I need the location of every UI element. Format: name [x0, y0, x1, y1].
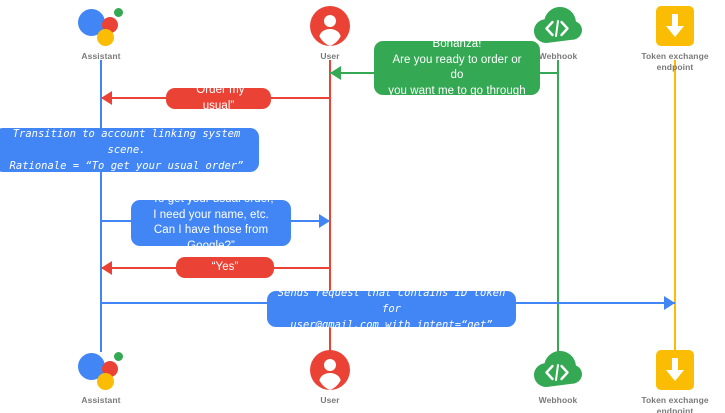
- arrow-head-need-name: [319, 214, 330, 228]
- arrow-head-yes: [101, 261, 112, 275]
- arrow-head-sends-request: [664, 296, 675, 310]
- actor-assistant-top: Assistant: [46, 4, 156, 62]
- actor-assistant-bottom: Assistant: [46, 348, 156, 406]
- actor-webhook-top: Webhook: [503, 4, 613, 62]
- bubble-line: “Order my usual”: [192, 84, 245, 112]
- actor-label-token-endpoint-line2: endpoint: [656, 406, 694, 413]
- bubble-line: the drinks with you?”: [403, 100, 511, 112]
- bubble-line: “To get your usual order,: [148, 193, 274, 205]
- actor-label-webhook: Webhook: [538, 51, 578, 61]
- message-bubble-welcome: “Welcome to Boba Bonanza! Are you ready …: [374, 23, 540, 112]
- bubble-line: Sends request that contains ID token for: [277, 287, 506, 315]
- bubble-line: user@gmail.com with intent=“get”: [290, 319, 493, 331]
- bubble-line: I need your name, etc.: [153, 208, 269, 221]
- actor-label-token-endpoint-line2: endpoint: [656, 62, 694, 72]
- bubble-line: Transition to account linking system sce…: [12, 128, 241, 156]
- bubble-line: Can I have those from Google?”: [153, 224, 269, 252]
- actor-label-user: User: [320, 51, 340, 61]
- actor-token-endpoint-bottom: Token exchange endpoint: [620, 348, 725, 413]
- bubble-line: “Welcome to Boba Bonanza!: [409, 22, 505, 51]
- actor-label-webhook: Webhook: [538, 395, 578, 405]
- lifeline-token-endpoint: [674, 60, 676, 352]
- lifeline-webhook: [557, 60, 559, 352]
- actor-label-assistant: Assistant: [81, 395, 121, 405]
- message-bubble-yes: “Yes”: [176, 257, 274, 278]
- user-avatar-icon: [275, 4, 385, 48]
- actor-label-assistant: Assistant: [81, 51, 121, 61]
- actor-user-bottom: User: [275, 348, 385, 406]
- bubble-line: you want me to go through: [388, 84, 526, 97]
- arrow-head-welcome: [330, 66, 341, 80]
- actor-token-endpoint-top: Token exchange endpoint: [620, 4, 725, 73]
- lifeline-assistant: [100, 60, 102, 352]
- bubble-line: “Yes”: [211, 260, 239, 273]
- message-bubble-order-usual: “Order my usual”: [166, 84, 271, 112]
- actor-label-token-endpoint-line1: Token exchange: [641, 51, 709, 61]
- actor-user-top: User: [275, 4, 385, 62]
- bubble-line: Rationale = “To get your usual order”: [9, 160, 244, 172]
- cloud-code-icon: [503, 4, 613, 48]
- user-avatar-icon: [275, 348, 385, 392]
- lifeline-user: [329, 60, 331, 352]
- bubble-line: Are you ready to order or do: [392, 53, 522, 82]
- google-assistant-dots-icon: [46, 348, 156, 392]
- google-assistant-dots-icon: [46, 4, 156, 48]
- actor-label-token-endpoint-line1: Token exchange: [641, 395, 709, 405]
- actor-webhook-bottom: Webhook: [503, 348, 613, 406]
- message-bubble-need-name: “To get your usual order, I need your na…: [131, 193, 291, 252]
- actor-label-user: User: [320, 395, 340, 405]
- arrow-head-order-usual: [101, 91, 112, 105]
- download-endpoint-icon: [620, 4, 725, 48]
- download-endpoint-icon: [620, 348, 725, 392]
- message-bubble-transition: Transition to account linking system sce…: [0, 128, 259, 172]
- message-bubble-sends-request: Sends request that contains ID token for…: [267, 287, 516, 331]
- cloud-code-icon: [503, 348, 613, 392]
